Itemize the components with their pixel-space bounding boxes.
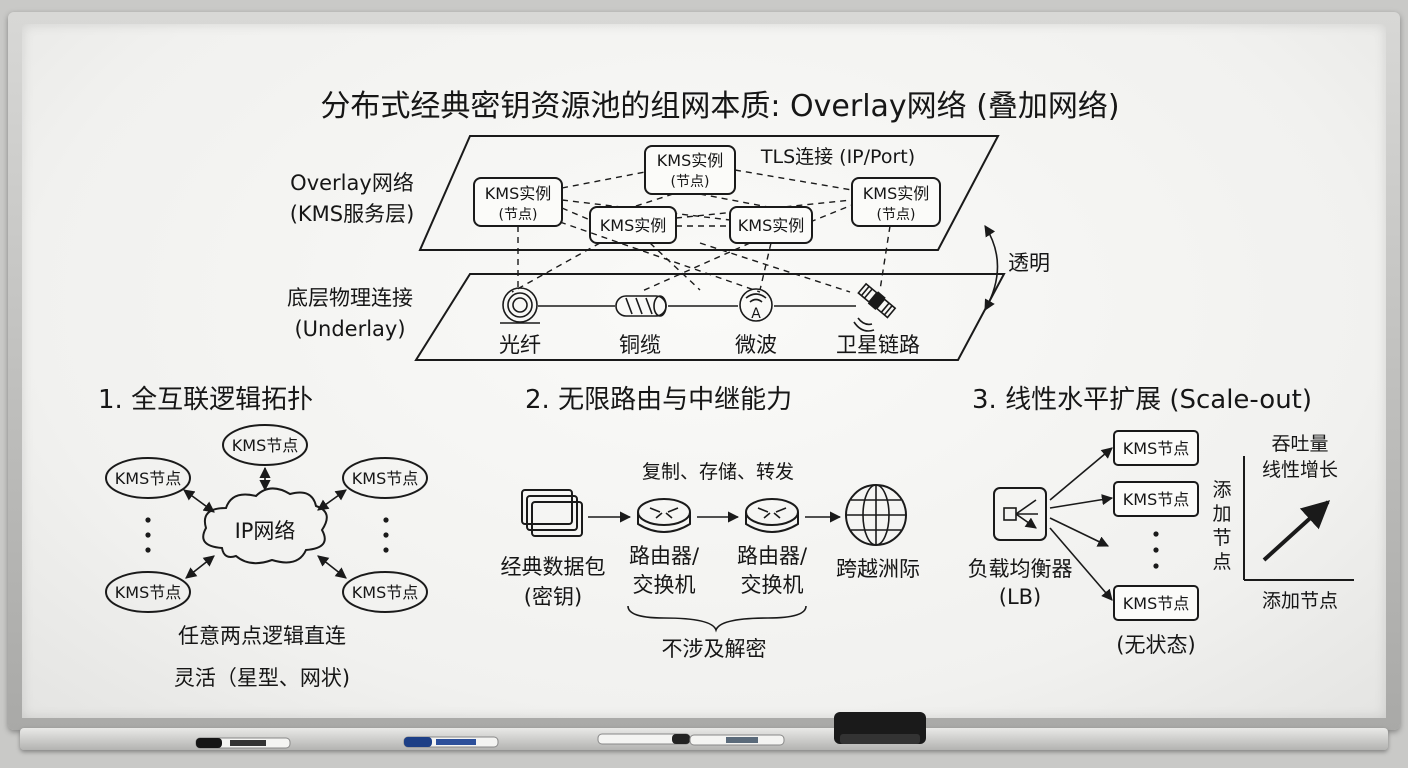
ellipsis-right	[383, 517, 389, 553]
marker-grey[interactable]	[689, 734, 785, 746]
svg-text:KMS节点: KMS节点	[352, 583, 418, 602]
ops-label: 复制、存储、转发	[642, 461, 794, 483]
tls-connection-label: TLS连接 (IP/Port)	[760, 146, 915, 168]
lb-fanout-arrows	[1049, 447, 1114, 601]
router-1-sublabel: 交换机	[633, 573, 696, 597]
section-full-mesh: 1. 全互联逻辑拓扑 IP网络 KMS节点 KMS节点 KMS节点 KMS节点 …	[98, 385, 428, 690]
kms-instance-node-right: KMS实例 (节点)	[851, 177, 941, 227]
router-1-label: 路由器/	[629, 544, 700, 568]
underlay-label: 底层物理连接	[287, 286, 413, 310]
underlay-sublabel: (Underlay)	[294, 317, 405, 341]
marker-blue[interactable]	[403, 736, 499, 748]
overlay-label: Overlay网络	[290, 171, 414, 195]
kms-node-lower-right: KMS节点	[342, 571, 428, 613]
svg-text:KMS实例: KMS实例	[863, 184, 929, 203]
stateless-label: (无状态)	[1116, 633, 1195, 657]
media-label-copper: 铜缆	[619, 333, 661, 357]
router-2-sublabel: 交换机	[741, 573, 804, 597]
kms-node-upper-left: KMS节点	[105, 457, 191, 499]
kms-node-box-1: KMS节点	[1113, 430, 1199, 466]
data-packet-icon	[521, 489, 583, 537]
eraser[interactable]	[834, 712, 926, 744]
lb-label: 负载均衡器	[968, 557, 1073, 581]
page-title: 分布式经典密钥资源池的组网本质: Overlay网络 (叠加网络)	[320, 89, 1119, 124]
kms-node-box-3: KMS节点	[1113, 585, 1199, 621]
section-routing-relay: 2. 无限路由与中继能力 复制、存储、转发 经典数据包	[501, 385, 921, 661]
ip-network-label: IP网络	[235, 519, 296, 543]
add-nodes-x-label: 添加节点	[1262, 590, 1338, 612]
svg-text:KMS节点: KMS节点	[232, 436, 298, 455]
underlay-plane	[414, 273, 1006, 361]
section1-note-1: 任意两点逻辑直连	[178, 624, 346, 648]
overlay-sublabel: (KMS服务层)	[290, 202, 415, 226]
add-nodes-vertical-3: 节	[1212, 527, 1231, 549]
svg-text:KMS实例: KMS实例	[600, 216, 666, 235]
ellipsis-left	[145, 517, 151, 553]
underlay-layer: 底层物理连接 (Underlay) A	[287, 273, 1006, 361]
svg-text:A: A	[751, 306, 761, 322]
kms-instance-center-right: KMS实例	[729, 206, 813, 244]
marker-black[interactable]	[195, 737, 291, 749]
kms-instance-node-left: KMS实例 (节点)	[473, 177, 563, 227]
kms-node-box-2: KMS节点	[1113, 481, 1199, 517]
svg-text:KMS节点: KMS节点	[115, 469, 181, 488]
section2-heading: 2. 无限路由与中继能力	[525, 385, 792, 415]
kms-node-lower-left: KMS节点	[105, 571, 191, 613]
svg-text:(节点): (节点)	[877, 207, 916, 223]
transparent-label: 透明	[1008, 251, 1050, 275]
lb-sublabel: (LB)	[999, 585, 1042, 609]
svg-text:KMS实例: KMS实例	[485, 184, 551, 203]
svg-text:KMS实例: KMS实例	[657, 151, 723, 170]
section3-heading: 3. 线性水平扩展 (Scale-out)	[972, 385, 1312, 415]
linear-growth-label: 线性增长	[1262, 459, 1338, 481]
mesh-arrows	[183, 466, 347, 579]
packet-label: 经典数据包	[501, 555, 606, 579]
kms-instance-center-left: KMS实例	[589, 206, 677, 244]
add-nodes-vertical-1: 添	[1212, 479, 1231, 501]
no-decrypt-label: 不涉及解密	[662, 637, 767, 661]
section-scale-out: 3. 线性水平扩展 (Scale-out) 负载均衡器 (LB) KMS节点 K…	[968, 385, 1354, 657]
throughput-label: 吞吐量	[1271, 433, 1328, 455]
router-icon-2	[745, 498, 799, 533]
svg-text:KMS实例: KMS实例	[738, 216, 804, 235]
copper-cable-icon	[615, 295, 667, 317]
media-label-microwave: 微波	[735, 333, 777, 357]
kms-node-top: KMS节点	[222, 424, 308, 466]
media-label-fiber: 光纤	[499, 333, 541, 357]
marker-white[interactable]	[597, 733, 691, 745]
svg-text:(节点): (节点)	[499, 207, 538, 223]
router-group-brace	[627, 605, 807, 633]
svg-text:KMS节点: KMS节点	[1123, 594, 1189, 613]
svg-text:KMS节点: KMS节点	[1123, 439, 1189, 458]
add-nodes-vertical-2: 加	[1212, 503, 1231, 525]
overlay-layer: Overlay网络 (KMS服务层) TLS连接 (IP/Port) KMS实例…	[290, 135, 1000, 251]
globe-icon	[845, 484, 907, 546]
markers	[195, 733, 785, 749]
add-nodes-vertical-4: 点	[1212, 551, 1231, 573]
microwave-antenna-icon: A	[739, 288, 773, 322]
packet-sublabel: (密钥)	[524, 585, 582, 609]
destination-label: 跨越洲际	[836, 557, 920, 581]
router-icon-1	[637, 498, 691, 533]
svg-text:(节点): (节点)	[671, 174, 710, 190]
load-balancer-icon	[993, 487, 1046, 541]
svg-text:KMS节点: KMS节点	[1123, 490, 1189, 509]
kms-instance-node-top: KMS实例 (节点)	[644, 145, 736, 195]
layer-mapping-links	[511, 221, 891, 293]
linear-growth-arrow	[1262, 500, 1331, 562]
svg-text:KMS节点: KMS节点	[352, 469, 418, 488]
media-label-satellite: 卫星链路	[836, 333, 920, 357]
section1-note-2: 灵活（星型、网状)	[174, 666, 350, 690]
section1-heading: 1. 全互联逻辑拓扑	[98, 385, 313, 415]
satellite-icon	[857, 282, 897, 319]
overlay-plane	[418, 135, 1000, 251]
scaling-chart	[1243, 456, 1354, 581]
router-2-label: 路由器/	[737, 544, 808, 568]
svg-text:KMS节点: KMS节点	[115, 583, 181, 602]
ellipsis-nodes	[1153, 531, 1159, 569]
fiber-icon	[500, 287, 540, 324]
kms-node-upper-right: KMS节点	[342, 457, 428, 499]
